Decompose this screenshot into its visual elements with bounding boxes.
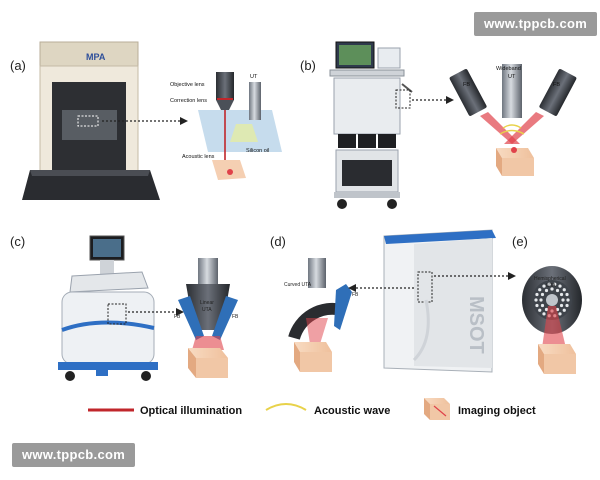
legend-acoustic-label: Acoustic wave [314,405,390,417]
transducer-element [544,307,549,312]
fb-right-b [539,69,577,116]
label-silicon-oil: Silicon oil [246,148,269,154]
transducer-element [534,298,538,302]
transducer-element [538,308,542,312]
label-objective-lens: Objective lens [170,82,205,88]
label-hemispherical-uta: UTA [546,283,556,289]
msot-brand-label: MSOT [465,296,487,354]
transducer-element [540,292,545,297]
panel-e: (e) Hemispherical UTA [512,234,582,374]
transducer-element [562,308,566,312]
transducer-element [561,298,565,302]
schematic-e: Hemispherical UTA [522,266,582,374]
transducer-element [550,287,554,291]
ut-transducer [249,82,261,120]
legend-optical-label: Optical illumination [140,405,242,417]
transducer-element [542,312,546,316]
objective-lens-body [216,72,234,100]
transducer-element [544,288,549,293]
label-fb-right-b: FB [553,82,560,88]
label-fb-d: FB [352,292,359,298]
transducer-element [565,292,569,297]
transducer-element [553,282,557,286]
transducer-element [562,288,566,292]
imaging-object-b [502,158,534,176]
panel-a: (a) MPA Objective lens Correction l [10,41,282,200]
watermark-bottom: www.tppcb.com [12,443,136,467]
label-fb-right-c: FB [232,314,239,320]
transducer-element [566,298,570,302]
panel-a-label: (a) [10,58,26,73]
label-correction-lens: Correction lens [170,98,207,104]
transducer-element [539,298,543,302]
zoom-box-a [77,115,99,127]
transducer-element [542,284,546,288]
transducer-element [558,284,562,288]
ultrasound-cart-c [58,235,158,381]
legend: Optical illumination Acoustic wave Imagi… [88,398,536,420]
schematic-b: FB Wideband UT FB [449,64,577,176]
legend-acoustic-swatch [265,403,307,411]
panel-e-label: (e) [512,234,528,249]
fb-right-c [212,296,238,340]
label-fb-left-c: FB [174,314,181,320]
mpa-microscope-system: MPA [22,41,160,200]
transducer-element [540,303,545,308]
label-linear: Linear [200,300,214,306]
transducer-element [535,292,539,297]
imaging-object-e [544,354,576,374]
silicon-oil-region [230,124,258,142]
panel-d: (d) Curved UTA FB MSOT [270,229,516,373]
label-fb-left-b: FB [463,82,470,88]
cart-system-b [329,41,413,209]
zoom-box-c [107,303,127,325]
label-hemispherical: Hemispherical [534,276,566,282]
transducer-element [565,303,569,308]
fb-left-c [178,296,204,340]
fb-d [334,284,352,330]
mpa-brand-label: MPA [86,52,106,62]
transducer-element [559,292,564,297]
label-ut: UT [250,74,258,80]
panel-b-label: (b) [300,58,316,73]
schematic-d: Curved UTA FB [284,258,359,372]
panel-b: (b) [300,41,577,209]
transducer-element [555,288,560,293]
schematic-c: FB Linear UTA FB [174,258,239,378]
label-acoustic-lens: Acoustic lens [182,154,215,160]
msot-system: MSOT [383,229,496,373]
wideband-ut [502,64,522,118]
legend-object-label: Imaging object [458,405,536,417]
transducer-element [538,288,542,292]
transducer-element [535,303,539,308]
panel-d-label: (d) [270,234,286,249]
panel-c-label: (c) [10,234,25,249]
legend-object-swatch [424,398,450,420]
imaging-object-d [300,352,332,372]
label-wideband-ut: UT [508,74,516,80]
transducer-element [558,312,562,316]
transducer-element [559,303,564,308]
zoom-box-b [395,89,411,109]
imaging-object-c [196,358,228,378]
watermark-top: www.tppcb.com [474,12,598,36]
label-linear-uta: UTA [202,307,212,313]
transducer-element [547,282,551,286]
label-wideband: Wideband [496,66,521,72]
schematic-a: Objective lens Correction lens UT Acoust… [170,72,282,180]
label-curved-uta: Curved UTA [284,282,312,288]
panel-c: (c) FB Linear UTA FB [10,234,239,381]
fb-left-b [449,69,487,116]
